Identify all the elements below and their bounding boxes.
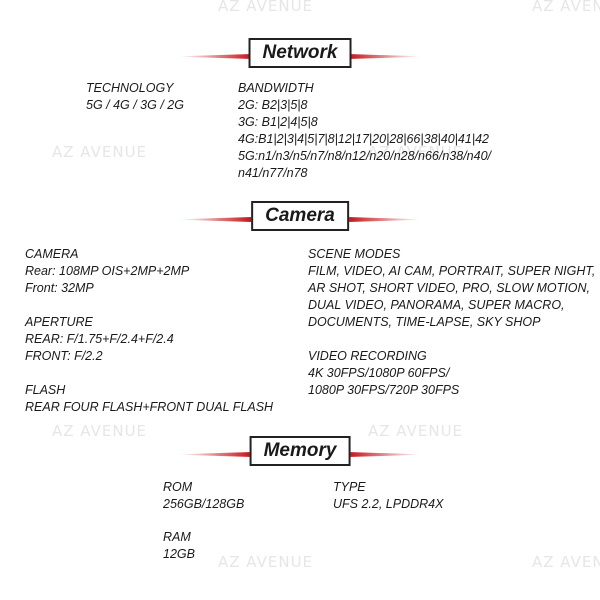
scene-modes-line1: FILM, VIDEO, AI CAM, PORTRAIT, SUPER NIG… xyxy=(308,264,596,278)
technology-heading: TECHNOLOGY xyxy=(86,81,174,95)
scene-modes-heading: SCENE MODES xyxy=(308,247,401,261)
watermark: AZ AVENUE xyxy=(52,422,148,440)
video-recording-line2: 1080P 30FPS/720P 30FPS xyxy=(308,383,460,397)
camera-title: Camera xyxy=(251,201,349,231)
header-accent-right xyxy=(348,452,420,457)
type-heading: TYPE xyxy=(333,480,366,494)
header-accent-left xyxy=(180,54,252,59)
header-accent-right xyxy=(348,54,420,59)
technology-value: 5G / 4G / 3G / 2G xyxy=(86,98,184,112)
scene-modes-line4: DOCUMENTS, TIME-LAPSE, SKY SHOP xyxy=(308,315,541,329)
watermark: AZ AVENUE xyxy=(218,553,314,571)
ram-heading: RAM xyxy=(163,530,191,544)
camera-heading: CAMERA xyxy=(25,247,79,261)
flash-value: REAR FOUR FLASH+FRONT DUAL FLASH xyxy=(25,400,274,414)
bandwidth-5g: 5G:n1/n3/n5/n7/n8/n12/n20/n28/n66/n38/n4… xyxy=(238,149,492,163)
type-block: TYPE UFS 2.2, LPDDR4X xyxy=(333,479,443,513)
technology-block: TECHNOLOGY 5G / 4G / 3G / 2G xyxy=(86,80,184,114)
aperture-front: FRONT: F/2.2 xyxy=(25,349,103,363)
bandwidth-3g: 3G: B1|2|4|5|8 xyxy=(238,115,318,129)
flash-heading: FLASH xyxy=(25,383,66,397)
memory-section-header: Memory xyxy=(0,434,600,474)
aperture-heading: APERTURE xyxy=(25,315,93,329)
aperture-rear: REAR: F/1.75+F/2.4+F/2.4 xyxy=(25,332,174,346)
camera-left-column: CAMERA Rear: 108MP OIS+2MP+2MP Front: 32… xyxy=(25,246,273,416)
type-value: UFS 2.2, LPDDR4X xyxy=(333,497,444,511)
ram-value: 12GB xyxy=(163,547,195,561)
ram-block: RAM 12GB xyxy=(163,529,195,563)
header-accent-right xyxy=(348,217,420,222)
header-accent-left xyxy=(180,217,252,222)
watermark: AZ AVENUE xyxy=(368,422,464,440)
network-title: Network xyxy=(248,38,352,68)
rom-heading: ROM xyxy=(163,480,193,494)
memory-title: Memory xyxy=(249,436,351,466)
rom-block: ROM 256GB/128GB xyxy=(163,479,244,513)
camera-rear: Rear: 108MP OIS+2MP+2MP xyxy=(25,264,190,278)
video-recording-heading: VIDEO RECORDING xyxy=(308,349,427,363)
rom-value: 256GB/128GB xyxy=(163,497,245,511)
bandwidth-5g-cont: n41/n77/n78 xyxy=(238,166,308,180)
bandwidth-heading: BANDWIDTH xyxy=(238,81,314,95)
watermark: AZ AVENUE xyxy=(218,0,314,15)
video-recording-line1: 4K 30FPS/1080P 60FPS/ xyxy=(308,366,450,380)
camera-section-header: Camera xyxy=(0,199,600,239)
header-accent-left xyxy=(180,452,252,457)
scene-modes-line3: DUAL VIDEO, PANORAMA, SUPER MACRO, xyxy=(308,298,565,312)
bandwidth-2g: 2G: B2|3|5|8 xyxy=(238,98,308,112)
bandwidth-4g: 4G:B1|2|3|4|5|7|8|12|17|20|28|66|38|40|4… xyxy=(238,132,489,146)
watermark: AZ AVENUE xyxy=(532,0,600,15)
network-section-header: Network xyxy=(0,36,600,76)
watermark: AZ AVENUE xyxy=(532,553,600,571)
watermark: AZ AVENUE xyxy=(52,143,148,161)
camera-front: Front: 32MP xyxy=(25,281,94,295)
bandwidth-block: BANDWIDTH 2G: B2|3|5|8 3G: B1|2|4|5|8 4G… xyxy=(238,80,491,182)
scene-modes-line2: AR SHOT, SHORT VIDEO, PRO, SLOW MOTION, xyxy=(308,281,590,295)
watermark: AZ AVENUE xyxy=(368,143,464,161)
camera-right-column: SCENE MODES FILM, VIDEO, AI CAM, PORTRAI… xyxy=(308,246,595,399)
